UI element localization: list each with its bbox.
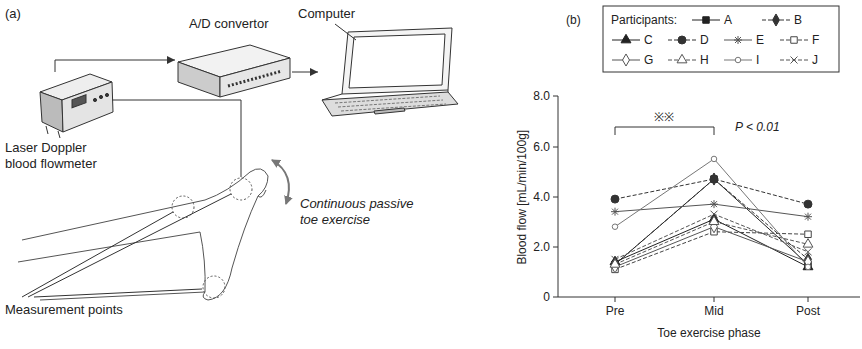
legend-label: D [700, 33, 709, 47]
data-marker [805, 231, 811, 237]
leg-illustration [18, 169, 268, 300]
legend-box [603, 6, 839, 72]
callout-label: Measurement points [5, 302, 123, 318]
legend-label: H [700, 53, 709, 67]
data-marker [711, 156, 717, 162]
data-marker [805, 264, 811, 270]
ad-convertor-device [178, 45, 290, 97]
tick-label: Post [796, 304, 820, 318]
data-marker [805, 248, 812, 255]
data-marker [773, 14, 780, 26]
laptop-computer [322, 28, 458, 116]
measurement-point [172, 178, 252, 298]
p-value: P < 0.01 [735, 120, 780, 134]
tick-label: 8.0 [533, 89, 550, 103]
legend-label: J [812, 53, 818, 67]
legend-label: G [644, 53, 653, 67]
data-marker [710, 175, 718, 183]
axis-title: Toe exercise phase [657, 326, 760, 340]
data-marker [791, 57, 798, 64]
data-marker [711, 211, 718, 218]
data-marker [611, 195, 619, 203]
data-series [610, 156, 813, 273]
data-marker [711, 176, 717, 182]
leader-line [22, 194, 231, 297]
legend-label: B [794, 13, 802, 27]
device-label: A/D convertor [189, 16, 268, 32]
data-marker [703, 17, 709, 23]
series-line [615, 227, 808, 267]
device-box: Laser Doppler blood flowmeter [40, 72, 113, 133]
device-box: A/D convertor [175, 42, 292, 100]
legend-label: A [724, 13, 732, 27]
series-line [615, 214, 808, 259]
device-label: Computer [298, 6, 355, 22]
tick-label: Pre [606, 304, 625, 318]
data-marker [804, 213, 812, 221]
legend-label: I [756, 53, 759, 67]
data-marker [612, 224, 618, 230]
data-marker [735, 57, 741, 63]
data-marker [804, 200, 812, 208]
panel-letter: (b) [566, 13, 581, 27]
chart-axes [553, 96, 860, 302]
data-marker [710, 200, 718, 208]
series-line [615, 219, 808, 267]
data-marker [678, 36, 686, 44]
legend-label: E [756, 33, 764, 47]
significance-bracket [615, 127, 714, 135]
data-marker [621, 34, 631, 43]
tick-label: 4.0 [533, 190, 550, 204]
series-line [615, 179, 808, 204]
motion-arrow [272, 160, 289, 204]
probe-cable [112, 100, 241, 177]
tick-label: 6.0 [533, 140, 550, 154]
data-marker [612, 256, 619, 263]
legend-title: Participants: [611, 13, 677, 27]
data-marker [803, 239, 813, 248]
flowmeter-device [40, 74, 113, 138]
data-marker [611, 208, 619, 216]
axis-title: Blood flow [mL/min/100g] [515, 130, 529, 265]
series-line [615, 159, 808, 267]
device-box: Computer [318, 26, 460, 118]
signal-arrow [292, 72, 318, 73]
significance-mark: ※※ [654, 110, 674, 124]
device-label: Laser Doppler blood flowmeter [5, 140, 115, 171]
legend-label: F [812, 33, 819, 47]
tick-label: 2.0 [533, 240, 550, 254]
panel-letter: (a) [5, 6, 21, 22]
tick-label: 0 [543, 290, 550, 304]
data-marker [791, 37, 797, 43]
leader-line [335, 24, 356, 40]
tick-label: Mid [704, 304, 723, 318]
data-marker [677, 54, 687, 63]
legend-label: C [644, 33, 653, 47]
data-marker [734, 36, 742, 44]
motion-label: Continuous passive toe exercise [300, 196, 435, 227]
data-marker [711, 173, 718, 185]
data-marker [623, 54, 630, 66]
signal-arrow [55, 60, 175, 72]
